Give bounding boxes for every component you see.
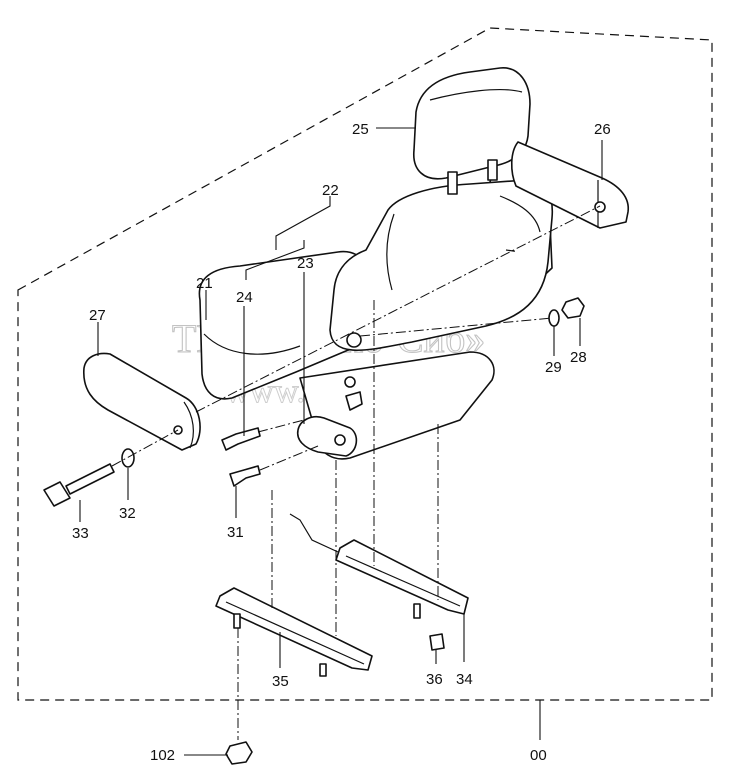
- nut-28: [561, 297, 585, 319]
- slide-rail-left-lip: [225, 601, 365, 665]
- seat-cushion-front-edge: [203, 333, 301, 355]
- recline-lever-handle: [345, 391, 363, 411]
- armrest-right-hole: [594, 201, 606, 213]
- slide-rail-right-lip: [345, 555, 461, 607]
- callout-102: 102: [150, 747, 175, 764]
- nut-102: [225, 741, 253, 765]
- armrest-left: [83, 352, 201, 451]
- bolt-24: [221, 427, 261, 451]
- callout-28: 28: [570, 349, 587, 366]
- axis-bolt-31: [259, 445, 319, 471]
- washer-32: [121, 448, 135, 468]
- callout-25: 25: [352, 121, 369, 138]
- bolt-33-head: [43, 481, 71, 507]
- seat-back-hidden-line: [505, 249, 521, 253]
- headrest-post-left: [447, 171, 458, 195]
- recline-lever-pivot: [334, 434, 346, 446]
- seat-back-side-line: [499, 195, 541, 233]
- bracket-23-24: [245, 240, 305, 280]
- axis-bolt-33: [111, 429, 179, 467]
- recline-lever-plate: [296, 415, 358, 457]
- slide-rail-right: [335, 539, 469, 615]
- bracket-22: [275, 196, 331, 250]
- headrest-post-right: [487, 159, 498, 181]
- rail-stud-right-front: [413, 603, 421, 619]
- callout-24: 24: [236, 289, 253, 306]
- axis-bolt-24: [257, 419, 305, 433]
- axis-knob: [359, 317, 553, 337]
- rail-stud-left-rear: [319, 663, 327, 677]
- callout-26: 26: [594, 121, 611, 138]
- callout-35: 35: [272, 673, 289, 690]
- seat-back-knob: [346, 332, 362, 348]
- callout-00: 00: [530, 747, 547, 764]
- callout-36: 36: [426, 671, 443, 688]
- slide-lever-wire: [289, 513, 339, 553]
- bolt-36: [429, 633, 445, 651]
- callout-33: 33: [72, 525, 89, 542]
- callout-21: 21: [196, 275, 213, 292]
- callout-22: 22: [322, 182, 339, 199]
- callout-27: 27: [89, 307, 106, 324]
- seat-back-knob-small: [344, 376, 356, 388]
- headrest: [413, 67, 531, 180]
- headrest-edge: [429, 88, 523, 101]
- callout-34: 34: [456, 671, 473, 688]
- rail-stud-left-front: [233, 613, 241, 629]
- callout-31: 31: [227, 524, 244, 541]
- seat-back-inner-edge: [386, 213, 395, 291]
- callout-23: 23: [297, 255, 314, 272]
- bolt-31: [229, 465, 261, 487]
- washer-29: [548, 309, 560, 327]
- seat-back: [329, 179, 554, 352]
- bolt-33-shank: [65, 463, 115, 495]
- axis-armrest: [195, 205, 601, 413]
- armrest-left-edge: [183, 401, 194, 449]
- callout-29: 29: [545, 359, 562, 376]
- callout-32: 32: [119, 505, 136, 522]
